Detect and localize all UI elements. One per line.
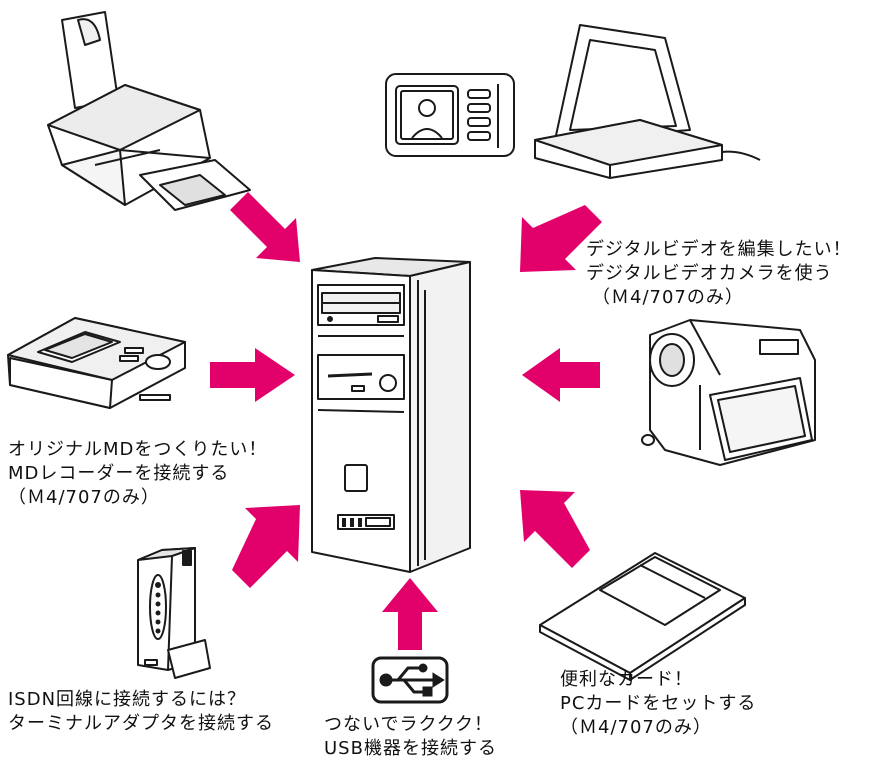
label-usb-line2: USB機器を接続する [324, 738, 497, 759]
label-pccard: 便利なカード！ PCカードをセットする （Ｍ4/707のみ） [560, 668, 756, 740]
label-video-line3: （Ｍ4/707のみ） [592, 287, 744, 308]
arrow-pccard [520, 490, 590, 568]
arrow-printer [230, 192, 300, 262]
label-isdn: ISDN回線に接続するには？ ターミナルアダプタを接続する [8, 688, 274, 736]
md-recorder-icon [7, 317, 186, 409]
label-usb-line1: つないでラククク！ [324, 714, 494, 735]
label-video: デジタルビデオを編集したい！ デジタルビデオカメラを使う （Ｍ4/707のみ） [586, 238, 852, 310]
label-video-line2: デジタルビデオカメラを使う [586, 263, 833, 284]
label-isdn-line1: ISDN回線に接続するには？ [8, 689, 247, 710]
scanner-icon [534, 24, 761, 179]
printer-icon [47, 11, 251, 211]
label-pccard-line2: PCカードをセットする [560, 693, 757, 714]
arrow-usb [382, 578, 438, 650]
label-pccard-line3: （Ｍ4/707のみ） [560, 717, 712, 738]
label-md-line1: オリジナルMDをつくりたい！ [8, 439, 268, 460]
camcorder-icon [641, 319, 816, 466]
pc-tower-icon [311, 257, 471, 573]
pc-card-icon [539, 552, 746, 681]
monitor-icon [385, 73, 515, 157]
label-md-line2: MDレコーダーを接続する [8, 463, 230, 484]
arrow-md [210, 348, 295, 402]
label-video-line1: デジタルビデオを編集したい！ [586, 239, 852, 260]
label-pccard-line1: 便利なカード！ [560, 669, 693, 690]
arrow-scanner [520, 205, 602, 272]
label-usb: つないでラククク！ USB機器を接続する [324, 713, 497, 761]
terminal-adapter-icon [137, 547, 211, 679]
label-isdn-line2: ターミナルアダプタを接続する [8, 713, 274, 734]
usb-icon [371, 656, 449, 704]
label-md: オリジナルMDをつくりたい！ MDレコーダーを接続する （Ｍ4/707のみ） [8, 438, 267, 510]
arrow-camcorder [522, 348, 600, 402]
arrows [210, 192, 602, 650]
label-md-line3: （Ｍ4/707のみ） [8, 487, 160, 508]
arrow-isdn [232, 505, 300, 588]
